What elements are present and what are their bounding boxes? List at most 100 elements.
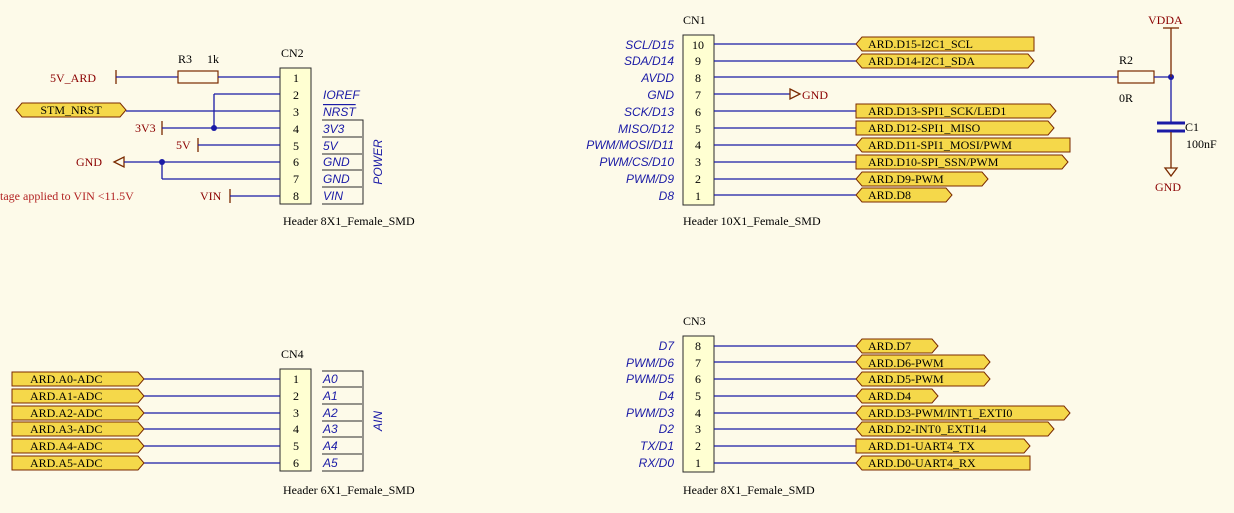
cn1-gnd-label: GND	[802, 88, 828, 102]
net-port-d1	[855, 438, 1031, 454]
cn1-net-ports: ARD.D15-I2C1_SCL ARD.D14-I2C1_SDA ARD.D1…	[855, 36, 1071, 203]
net-port-a2	[11, 405, 145, 421]
cn2-pin-functions: IOREF NRST 3V3 5V GND GND VIN	[323, 88, 360, 203]
cn3-wires	[714, 345, 856, 464]
vdda-label: VDDA	[1148, 13, 1183, 27]
cn3-ref: CN3	[683, 314, 706, 328]
net-port-a5	[11, 455, 145, 471]
net-port-d5	[855, 371, 991, 387]
net-d8-label: ARD.D8	[868, 188, 911, 202]
cn3-pin-3-function: D2	[659, 422, 675, 436]
net-d6-label: ARD.D6-PWM	[868, 356, 944, 370]
cn4-body	[279, 368, 312, 472]
cn1-pin-4-number: 4	[695, 138, 701, 152]
cn4-pin-6-number: 6	[293, 456, 299, 470]
net-port-a1	[11, 388, 145, 404]
cn2-pin-5-number: 5	[293, 139, 299, 153]
cn2-junction-3v3	[211, 125, 217, 131]
cn3-pin-5-function: D4	[659, 389, 675, 403]
net-d14-label: ARD.D14-I2C1_SDA	[868, 54, 975, 68]
cn2-pin-2-number: 2	[293, 88, 299, 102]
net-port-d15	[855, 36, 1035, 52]
cn2-body	[279, 67, 312, 205]
net-d3-label: ARD.D3-PWM/INT1_EXTI0	[868, 406, 1012, 420]
cn2-pin-7-number: 7	[293, 172, 299, 186]
cn1-pin-functions: SCL/D15 SDA/D14 AVDD GND SCK/D13 MISO/D1…	[586, 38, 674, 203]
net-port-d3	[855, 405, 1071, 421]
cn3-pin-6-function: PWM/D5	[626, 372, 674, 386]
cn4-net-ports: ARD.A0-ADC ARD.A1-ADC ARD.A2-ADC ARD.A3-…	[11, 371, 145, 471]
cn4-pin-4-function: A3	[322, 422, 338, 436]
r3-ref: R3	[178, 52, 192, 66]
cn2-pin-6-number: 6	[293, 155, 299, 169]
cn3-pin-numbers: 8 7 6 5 4 3 2 1	[695, 339, 701, 470]
net-d12-label: ARD.D12-SPI1_MISO	[868, 121, 981, 135]
cn3-block: CN3 8 7 6 5 4 3 2 1 D7 PWM/D6 PWM/D5 D4 …	[626, 314, 1071, 497]
cn4-pin-5-number: 5	[293, 439, 299, 453]
gnd-arrow-icon	[112, 155, 125, 169]
cn1-pin-10-function: SCL/D15	[625, 38, 674, 52]
net-port-d6	[855, 354, 991, 370]
cn1-pin-1-number: 1	[695, 189, 701, 203]
cn1-pin-2-number: 2	[695, 172, 701, 186]
net-port-d0	[855, 455, 1031, 471]
cn1-pin-8-function: AVDD	[640, 71, 674, 85]
net-port-a3	[11, 421, 145, 437]
net-d11-label: ARD.D11-SPI1_MOSI/PWM	[868, 138, 1012, 152]
cn3-body	[682, 335, 715, 473]
net-gnd-label: GND	[76, 155, 102, 169]
cn1-pin-9-function: SDA/D14	[624, 54, 674, 68]
cn4-ain-bracket	[322, 370, 364, 472]
cn4-pin-5-function: A4	[322, 439, 338, 453]
c1-gnd-icon	[1163, 167, 1179, 178]
cn3-pin-4-number: 4	[695, 406, 701, 420]
cn1-pin-8-number: 8	[695, 71, 701, 85]
net-port-d9	[855, 171, 989, 187]
cn4-pin-numbers: 1 2 3 4 5 6	[293, 372, 299, 470]
c1-ref: C1	[1185, 120, 1199, 134]
net-a0-label: ARD.A0-ADC	[30, 372, 102, 386]
net-vin-label: VIN	[200, 189, 222, 203]
cn2-type: Header 8X1_Female_SMD	[283, 214, 415, 228]
cn1-pin-7-function: GND	[647, 88, 674, 102]
cn3-pin-3-number: 3	[695, 422, 701, 436]
net-3v3-label: 3V3	[135, 121, 156, 135]
r3-resistor	[177, 70, 219, 84]
net-5v-ard-label: 5V_ARD	[50, 71, 96, 85]
cn4-pin-6-function: A5	[322, 456, 338, 470]
cn3-pin-8-function: D7	[659, 339, 676, 353]
cn3-pin-functions: D7 PWM/D6 PWM/D5 D4 PWM/D3 D2 TX/D1 RX/D…	[626, 339, 675, 470]
cn4-pin-3-function: A2	[322, 406, 338, 420]
cn4-pin-functions: A0 A1 A2 A3 A4 A5	[322, 372, 338, 470]
cn2-pin-3-number: 3	[293, 105, 299, 119]
cn1-pin-numbers: 10 9 8 7 6 5 4 3 2 1	[692, 38, 704, 203]
cn1-gnd-arrow-icon	[789, 87, 802, 101]
cn3-pin-1-function: RX/D0	[639, 456, 675, 470]
cn1-pin-2-function: PWM/D9	[626, 172, 674, 186]
net-d9-label: ARD.D9-PWM	[868, 172, 944, 186]
net-port-a4	[11, 438, 145, 454]
cn3-pin-1-number: 1	[695, 456, 701, 470]
net-port-d4	[855, 388, 939, 404]
c1-value: 100nF	[1186, 137, 1217, 151]
net-a2-label: ARD.A2-ADC	[30, 406, 102, 420]
cn2-block: CN2 1 2 3 4 5 6 7 8 IOREF NRST 3V3 5V GN…	[0, 46, 415, 228]
cn4-wires	[144, 378, 280, 464]
net-d4-label: ARD.D4	[868, 389, 911, 403]
net-a5-label: ARD.A5-ADC	[30, 456, 102, 470]
cn4-pin-4-number: 4	[293, 422, 299, 436]
cn4-block: CN4 1 2 3 4 5 6 A0 A1 A2 A3 A4 A5 AIN	[11, 347, 415, 497]
r2-resistor	[1117, 70, 1155, 84]
cn2-pin-7-function: GND	[323, 172, 350, 186]
net-d13-label: ARD.D13-SPI1_SCK/LED1	[868, 104, 1006, 118]
net-5v-label: 5V	[176, 138, 191, 152]
cn2-pin-6-function: GND	[323, 155, 350, 169]
r3-value: 1k	[207, 52, 219, 66]
cn2-pin-4-function: 3V3	[323, 122, 345, 136]
avdd-filter: R2 0R VDDA C1 100nF GND	[1117, 13, 1217, 194]
net-port-d11	[855, 137, 1071, 153]
net-port-d14	[855, 53, 1035, 69]
cn2-pin-1-number: 1	[293, 71, 299, 85]
cn1-wires	[714, 43, 1118, 196]
